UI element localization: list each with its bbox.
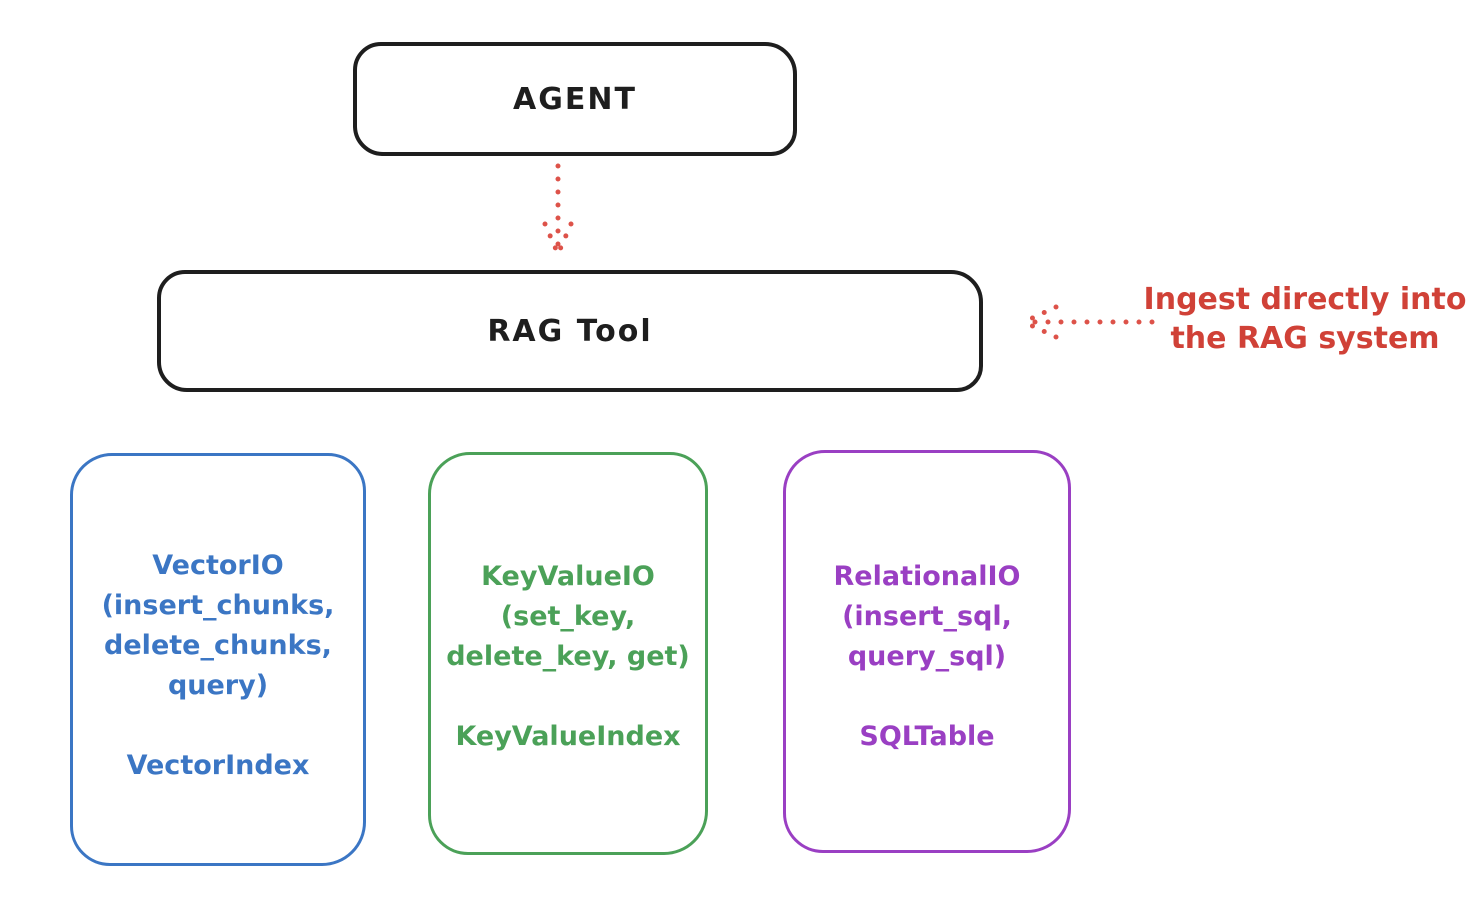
vector-io-line: (insert_chunks, — [101, 590, 335, 621]
rag-tool-label: RAG Tool — [487, 313, 653, 349]
agent-label: AGENT — [513, 81, 637, 117]
ingest-annotation-line2: the RAG system — [1170, 321, 1440, 356]
vector-io-line: delete_chunks, — [104, 630, 332, 661]
relational-io-line: RelationalIO — [833, 561, 1021, 592]
keyvalue-io-line: KeyValueIO — [481, 561, 655, 592]
keyvalue-io-line: (set_key, — [500, 601, 636, 632]
rag-tool-box: RAG Tool — [157, 270, 983, 392]
relational-io-line: (insert_sql, — [842, 601, 1012, 632]
vector-io-line: query) — [167, 670, 269, 701]
vector-io-line: VectorIO — [152, 550, 284, 581]
ingest-annotation: Ingest directly into the RAG system — [1130, 280, 1480, 358]
agent-box: AGENT — [353, 42, 797, 156]
keyvalue-index-label: KeyValueIndex — [455, 721, 681, 752]
keyvalue-io-box: KeyValueIO (set_key, delete_key, get) Ke… — [428, 452, 708, 855]
relational-io-line: query_sql) — [847, 641, 1007, 672]
keyvalue-io-line: delete_key, get) — [446, 641, 690, 672]
down-arrow-icon — [542, 163, 574, 257]
vector-index-label: VectorIndex — [126, 750, 310, 781]
relational-io-box: RelationalIO (insert_sql, query_sql) SQL… — [783, 450, 1071, 853]
sql-table-label: SQLTable — [859, 721, 995, 752]
vector-io-box: VectorIO (insert_chunks, delete_chunks, … — [70, 453, 366, 866]
ingest-annotation-line1: Ingest directly into — [1143, 282, 1467, 317]
left-arrow-icon — [1021, 304, 1155, 340]
